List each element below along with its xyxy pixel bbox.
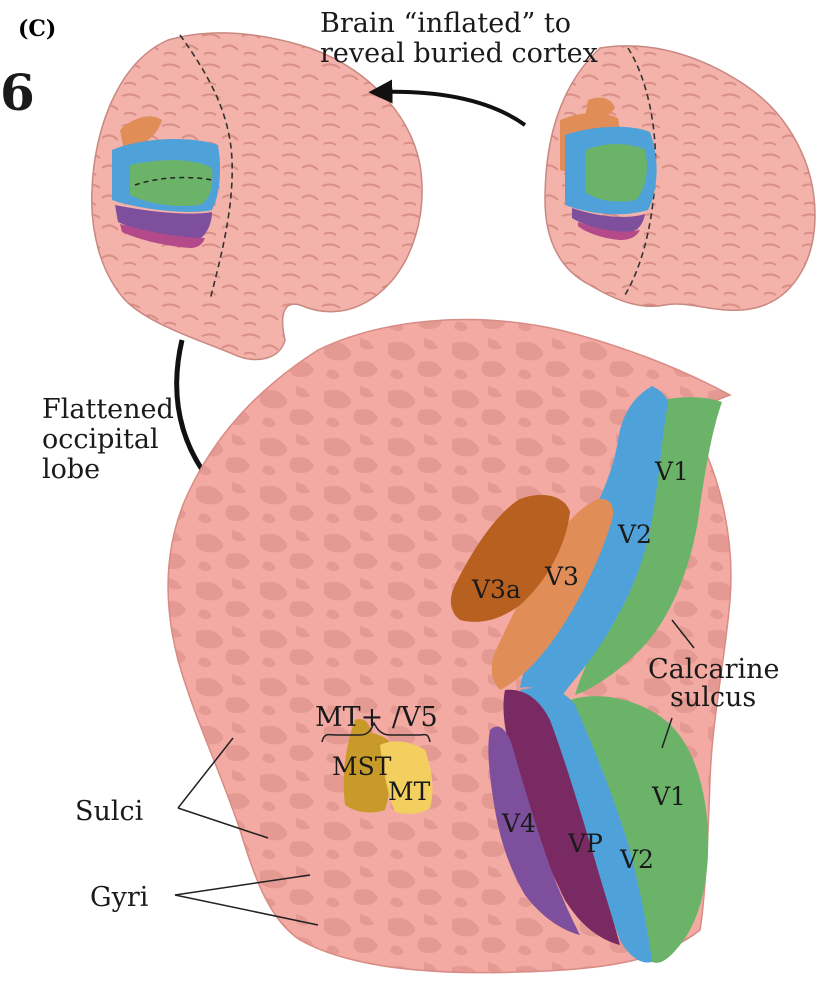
label-flattened-2: occipital	[42, 424, 159, 455]
inflated-brain	[92, 33, 422, 360]
label-mt-group: MT+ /V5	[315, 702, 438, 733]
label-calcarine-2: sulcus	[670, 682, 756, 713]
label-mst: MST	[332, 752, 392, 781]
label-vp: VP	[567, 829, 603, 858]
label-v1-upper: V1	[654, 457, 689, 486]
label-v2-lower: V2	[619, 845, 654, 874]
label-inflated-1: Brain “inflated” to	[320, 8, 571, 39]
label-mt: MT	[388, 777, 431, 806]
label-gyri: Gyri	[90, 882, 149, 913]
label-calcarine-1: Calcarine	[648, 654, 780, 685]
label-inflated-2: reveal buried cortex	[320, 38, 598, 69]
label-v3a: V3a	[471, 575, 521, 604]
partial-figure-number: 6	[0, 63, 35, 122]
label-v2-upper: V2	[617, 520, 652, 549]
label-v1-lower: V1	[651, 782, 686, 811]
label-v4: V4	[501, 809, 536, 838]
panel-label: (C)	[18, 16, 56, 42]
label-flattened-1: Flattened	[42, 394, 174, 425]
label-sulci: Sulci	[75, 796, 144, 827]
normal-brain	[545, 46, 815, 310]
label-v3: V3	[544, 562, 579, 591]
label-flattened-3: lobe	[42, 454, 100, 485]
